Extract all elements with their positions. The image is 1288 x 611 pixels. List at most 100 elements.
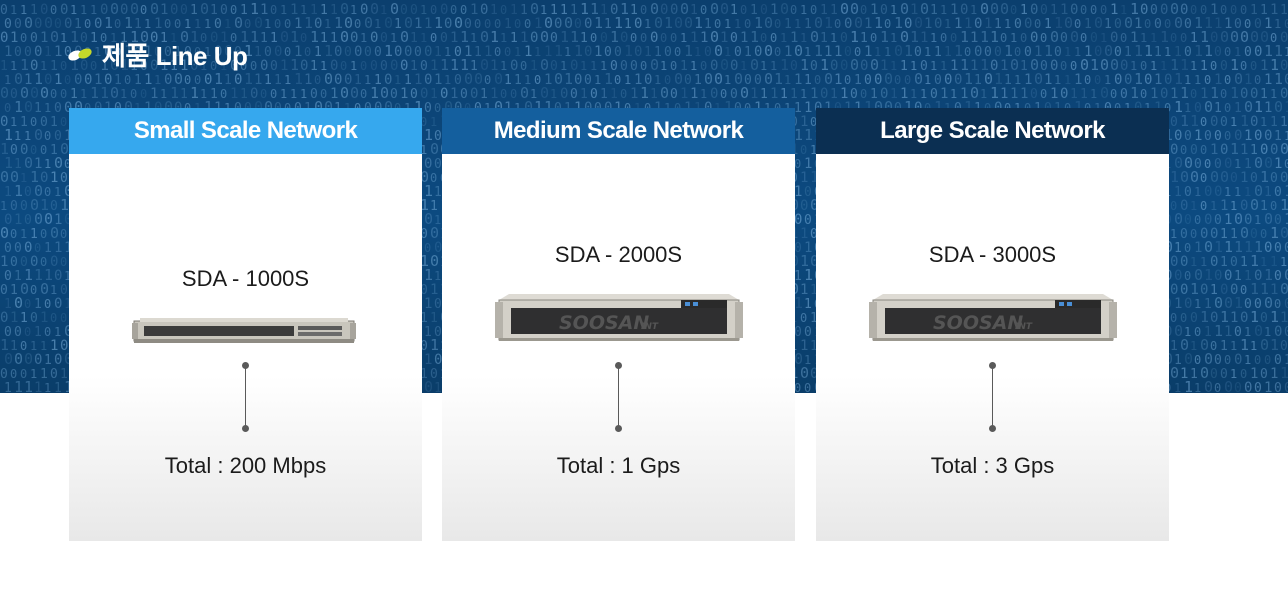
svg-text:0: 0 [400,3,408,18]
svg-text:1: 1 [4,185,12,200]
svg-text:0: 0 [264,45,272,60]
svg-text:1: 1 [1260,115,1267,129]
svg-text:0: 0 [64,45,72,60]
svg-text:0: 0 [1260,367,1268,382]
svg-text:0: 0 [224,42,233,60]
svg-text:0: 0 [820,86,828,102]
svg-text:1: 1 [1194,42,1203,60]
svg-text:0: 0 [424,101,432,116]
svg-text:1: 1 [264,73,272,88]
svg-text:1: 1 [20,171,27,185]
svg-text:1: 1 [1060,2,1068,18]
svg-text:0: 0 [1234,210,1243,228]
svg-text:0: 0 [914,45,922,60]
svg-text:0: 0 [4,325,12,340]
svg-text:1: 1 [404,73,412,88]
svg-text:1: 1 [1170,56,1179,74]
svg-text:0: 0 [740,84,749,102]
svg-text:1: 1 [64,378,73,393]
svg-text:0: 0 [260,87,267,101]
svg-text:1: 1 [964,70,973,88]
svg-text:1: 1 [800,252,809,270]
svg-text:0: 0 [1214,129,1222,144]
svg-text:0: 0 [1250,196,1259,214]
svg-text:1: 1 [1000,58,1008,74]
svg-text:0: 0 [1190,143,1198,158]
svg-text:1: 1 [800,56,809,74]
svg-text:1: 1 [834,72,842,88]
svg-text:0: 0 [604,45,612,60]
svg-text:0: 0 [10,143,18,158]
svg-text:1: 1 [1144,42,1153,60]
svg-text:0: 0 [100,2,108,18]
svg-text:0: 0 [700,59,707,73]
svg-text:0: 0 [460,3,467,17]
svg-text:1: 1 [320,59,327,73]
svg-text:0: 0 [420,115,427,129]
svg-text:0: 0 [254,14,263,32]
svg-text:0: 0 [1270,142,1278,158]
svg-text:0: 0 [754,73,762,88]
svg-text:0: 0 [174,17,181,31]
svg-text:0: 0 [4,17,12,32]
svg-text:0: 0 [24,325,31,339]
svg-text:0: 0 [300,58,308,74]
svg-text:1: 1 [30,3,38,18]
svg-text:0: 0 [164,72,172,88]
svg-text:1: 1 [440,56,449,74]
svg-text:0: 0 [1170,115,1178,130]
svg-text:1: 1 [1190,280,1199,298]
svg-text:0: 0 [214,44,222,60]
section-title-text: 제품 Line Up [102,36,248,73]
svg-text:0: 0 [434,297,442,312]
svg-text:0: 0 [60,87,67,101]
svg-text:1: 1 [434,269,441,283]
svg-text:1: 1 [154,73,161,87]
svg-text:1: 1 [30,227,38,242]
svg-text:0: 0 [484,17,491,31]
model-name-large: SDA - 3000S [816,242,1169,268]
svg-text:1: 1 [1230,140,1239,158]
svg-text:1: 1 [430,115,437,129]
svg-text:1: 1 [980,28,989,46]
svg-text:1: 1 [1270,308,1279,326]
svg-text:0: 0 [1170,254,1178,270]
svg-text:1: 1 [920,87,927,101]
product-card-medium[interactable]: Medium Scale Network SDA - 2000S SOOSAN … [442,108,795,541]
svg-text:0: 0 [1080,3,1087,17]
svg-text:0: 0 [324,98,333,116]
svg-text:1: 1 [1134,70,1143,88]
svg-text:1: 1 [790,87,798,102]
svg-text:0: 0 [1060,86,1068,102]
product-card-small[interactable]: Small Scale Network SDA - 1000S Total : … [69,108,422,541]
svg-text:0: 0 [1284,297,1288,312]
svg-text:0: 0 [364,45,372,60]
svg-text:1: 1 [940,3,947,17]
svg-text:0: 0 [4,269,12,284]
svg-text:0: 0 [1040,59,1048,74]
svg-text:1: 1 [1154,45,1162,60]
svg-text:1: 1 [64,240,72,256]
svg-text:0: 0 [10,199,18,214]
svg-text:0: 0 [284,45,291,59]
svg-text:1: 1 [50,338,58,354]
svg-text:1: 1 [394,17,402,32]
svg-text:0: 0 [190,58,198,74]
svg-text:0: 0 [574,17,582,32]
svg-text:0: 0 [424,378,433,393]
svg-text:0: 0 [14,241,22,256]
svg-text:1: 1 [800,282,808,298]
svg-text:1: 1 [974,73,982,88]
model-name-small: SDA - 1000S [69,266,422,292]
svg-text:0: 0 [674,70,683,88]
product-card-large[interactable]: Large Scale Network SDA - 3000S SOOSAN I… [816,108,1169,541]
svg-text:1: 1 [490,58,498,74]
device-brand-logo: SOOSAN [933,312,1023,334]
svg-text:1: 1 [1184,378,1193,393]
svg-text:0: 0 [14,70,23,88]
svg-text:1: 1 [540,3,547,17]
svg-text:1: 1 [154,16,162,32]
svg-text:1: 1 [830,87,838,102]
svg-text:0: 0 [620,30,628,46]
svg-text:0: 0 [844,73,851,87]
